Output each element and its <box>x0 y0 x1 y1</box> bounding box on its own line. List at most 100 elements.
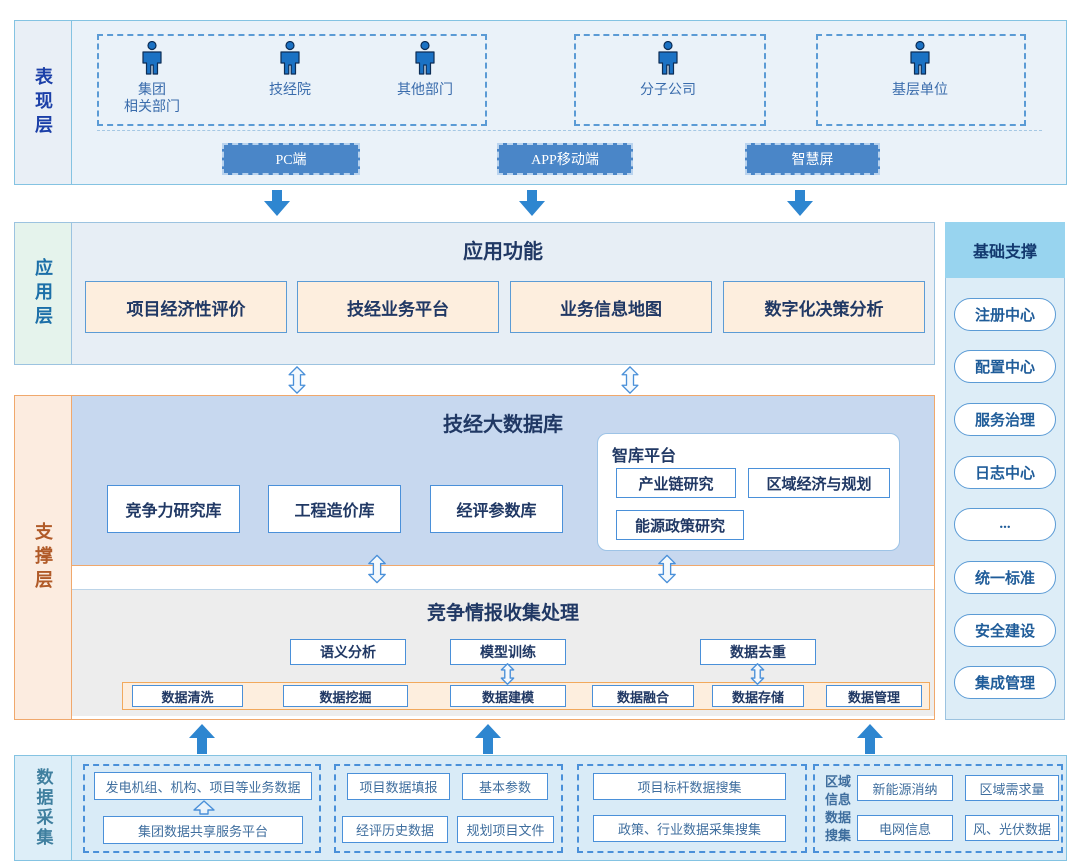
person-icon <box>142 40 162 75</box>
collection-group-regional-info: 区域信息数据搜集 新能源消纳 区域需求量 电网信息 风、光伏数据 <box>813 764 1063 853</box>
user-item: 分子公司 <box>608 40 728 99</box>
service-registry-center: 注册中心 <box>954 297 1056 331</box>
down-arrow-icon <box>264 190 290 216</box>
support-layer-label: 支撑层 <box>15 396 72 719</box>
thinktank-regional-economy: 区域经济与规划 <box>748 468 890 498</box>
collection-group4-label: 区域信息数据搜集 <box>824 774 851 843</box>
person-icon <box>415 40 435 75</box>
service-log-center: 日志中心 <box>954 455 1056 489</box>
intelligence-title: 竞争情报收集处理 <box>426 603 579 624</box>
down-arrow-icon <box>519 190 545 216</box>
person-icon <box>910 40 930 75</box>
user-label: 集团 相关部门 <box>124 83 180 115</box>
user-label: 基层单位 <box>892 83 948 98</box>
terminal-pc: PC端 <box>222 143 360 175</box>
database-engineering-cost: 工程造价库 <box>268 485 401 533</box>
service-governance: 服务治理 <box>954 402 1056 436</box>
collection-box-new-energy: 新能源消纳 <box>857 775 953 801</box>
collection-group-benchmark-policy: 项目标杆数据搜集 政策、行业数据采集搜集 <box>577 764 807 853</box>
person-icon <box>280 40 300 75</box>
person-icon <box>658 40 678 75</box>
collection-box-basic-parameters: 基本参数 <box>462 773 548 800</box>
user-item: 集团 相关部门 <box>92 40 212 116</box>
presentation-layer-label: 表现层 <box>15 21 72 184</box>
terminal-app: APP移动端 <box>497 143 633 175</box>
pipeline-data-management: 数据管理 <box>826 685 922 707</box>
user-item: 基层单位 <box>860 40 980 99</box>
app-module-digital-decision: 数字化决策分析 <box>723 281 925 333</box>
double-arrow-icon <box>621 366 639 394</box>
user-label: 其他部门 <box>397 83 453 98</box>
user-label: 分子公司 <box>640 83 696 98</box>
bigdata-panel: 技经大数据库 竞争力研究库 工程造价库 经评参数库 智库平台 产业链研究 区域经… <box>72 396 934 566</box>
collection-box-benchmark-data: 项目标杆数据搜集 <box>593 773 786 800</box>
pipeline-data-mining: 数据挖掘 <box>283 685 408 707</box>
collection-group-project-data: 项目数据填报 基本参数 经评历史数据 规划项目文件 <box>334 764 563 853</box>
application-layer-label: 应用层 <box>15 223 72 364</box>
thinktank-industry-chain: 产业链研究 <box>616 468 736 498</box>
collection-box-generation-units: 发电机组、机构、项目等业务数据 <box>94 772 312 800</box>
presentation-content: 集团 相关部门 技经院 其他部门 分子公司 基层单位 PC端 APP移动端 智慧… <box>72 21 1066 184</box>
collection-box-project-data-filling: 项目数据填报 <box>347 773 450 800</box>
double-arrow-icon <box>658 554 676 584</box>
double-arrow-icon <box>368 554 386 584</box>
collection-group-business-data: 发电机组、机构、项目等业务数据 集团数据共享服务平台 <box>83 764 321 853</box>
bigdata-title: 技经大数据库 <box>443 414 563 436</box>
collection-layer: 数据采集 发电机组、机构、项目等业务数据 集团数据共享服务平台 项目数据填报 基… <box>14 755 1067 861</box>
app-module-economic-evaluation: 项目经济性评价 <box>85 281 287 333</box>
app-module-info-map: 业务信息地图 <box>510 281 712 333</box>
collection-content: 发电机组、机构、项目等业务数据 集团数据共享服务平台 项目数据填报 基本参数 经… <box>72 756 1066 860</box>
user-group-grassroots <box>816 34 1026 126</box>
service-config-center: 配置中心 <box>954 350 1056 384</box>
support-content: 技经大数据库 竞争力研究库 工程造价库 经评参数库 智库平台 产业链研究 区域经… <box>72 396 934 719</box>
collection-layer-label-text: 数据采集 <box>33 768 53 848</box>
service-ellipsis: ... <box>954 508 1056 542</box>
user-item: 其他部门 <box>365 40 485 99</box>
thinktank-title: 智库平台 <box>612 448 677 465</box>
terminals-divider <box>97 130 1042 131</box>
database-eval-parameters: 经评参数库 <box>430 485 563 533</box>
collection-box-eval-history: 经评历史数据 <box>342 816 448 843</box>
presentation-layer: 表现层 集团 相关部门 技经院 其他部门 分子公司 <box>14 20 1067 185</box>
double-arrow-icon <box>288 366 306 394</box>
application-layer: 应用层 应用功能 项目经济性评价 技经业务平台 业务信息地图 数字化决策分析 <box>14 222 935 365</box>
application-content: 应用功能 项目经济性评价 技经业务平台 业务信息地图 数字化决策分析 <box>72 223 934 364</box>
presentation-layer-label-text: 表现层 <box>33 66 53 139</box>
double-arrow-small-icon <box>750 663 765 685</box>
intelligence-panel: 竞争情报收集处理 语义分析 模型训练 数据去重 数据清洗 数据挖掘 数据建模 数… <box>72 589 934 716</box>
service-unified-standard: 统一标准 <box>954 560 1056 594</box>
app-module-business-platform: 技经业务平台 <box>297 281 499 333</box>
double-arrow-small-icon <box>500 663 515 685</box>
pipeline-data-storage: 数据存储 <box>712 685 804 707</box>
thinktank-panel: 智库平台 产业链研究 区域经济与规划 能源政策研究 <box>597 433 900 551</box>
analysis-dedup: 数据去重 <box>700 639 816 665</box>
database-competitiveness: 竞争力研究库 <box>107 485 240 533</box>
application-title: 应用功能 <box>463 241 543 263</box>
foundation-sidebar: 基础支撑 注册中心 配置中心 服务治理 日志中心 ... 统一标准 安全建设 集… <box>945 222 1065 720</box>
foundation-header: 基础支撑 <box>945 222 1065 278</box>
application-layer-label-text: 应用层 <box>33 257 53 330</box>
user-group-internal <box>97 34 487 126</box>
thinktank-energy-policy: 能源政策研究 <box>616 510 744 540</box>
collection-box-policy-industry-data: 政策、行业数据采集搜集 <box>593 815 786 842</box>
pipeline-data-fusion: 数据融合 <box>592 685 694 707</box>
pipeline-data-modeling: 数据建模 <box>450 685 566 707</box>
user-group-subsidiary <box>574 34 766 126</box>
pipeline-data-cleaning: 数据清洗 <box>132 685 243 707</box>
support-layer: 支撑层 技经大数据库 竞争力研究库 工程造价库 经评参数库 智库平台 产业链研究… <box>14 395 935 720</box>
user-label: 技经院 <box>269 83 311 98</box>
service-security: 安全建设 <box>954 613 1056 647</box>
collection-box-regional-demand: 区域需求量 <box>965 775 1059 801</box>
collection-box-planning-files: 规划项目文件 <box>457 816 554 843</box>
analysis-semantic: 语义分析 <box>290 639 406 665</box>
terminal-smartscreen: 智慧屏 <box>745 143 880 175</box>
collection-box-wind-pv-data: 风、光伏数据 <box>965 815 1059 841</box>
collection-box-grid-info: 电网信息 <box>857 815 953 841</box>
service-integration: 集成管理 <box>954 666 1056 700</box>
collection-box-group-sharing-platform: 集团数据共享服务平台 <box>103 816 303 844</box>
up-arrow-icon <box>475 724 501 754</box>
analysis-model-training: 模型训练 <box>450 639 566 665</box>
collection-layer-label: 数据采集 <box>15 756 72 860</box>
up-arrow-small-icon <box>193 800 215 815</box>
